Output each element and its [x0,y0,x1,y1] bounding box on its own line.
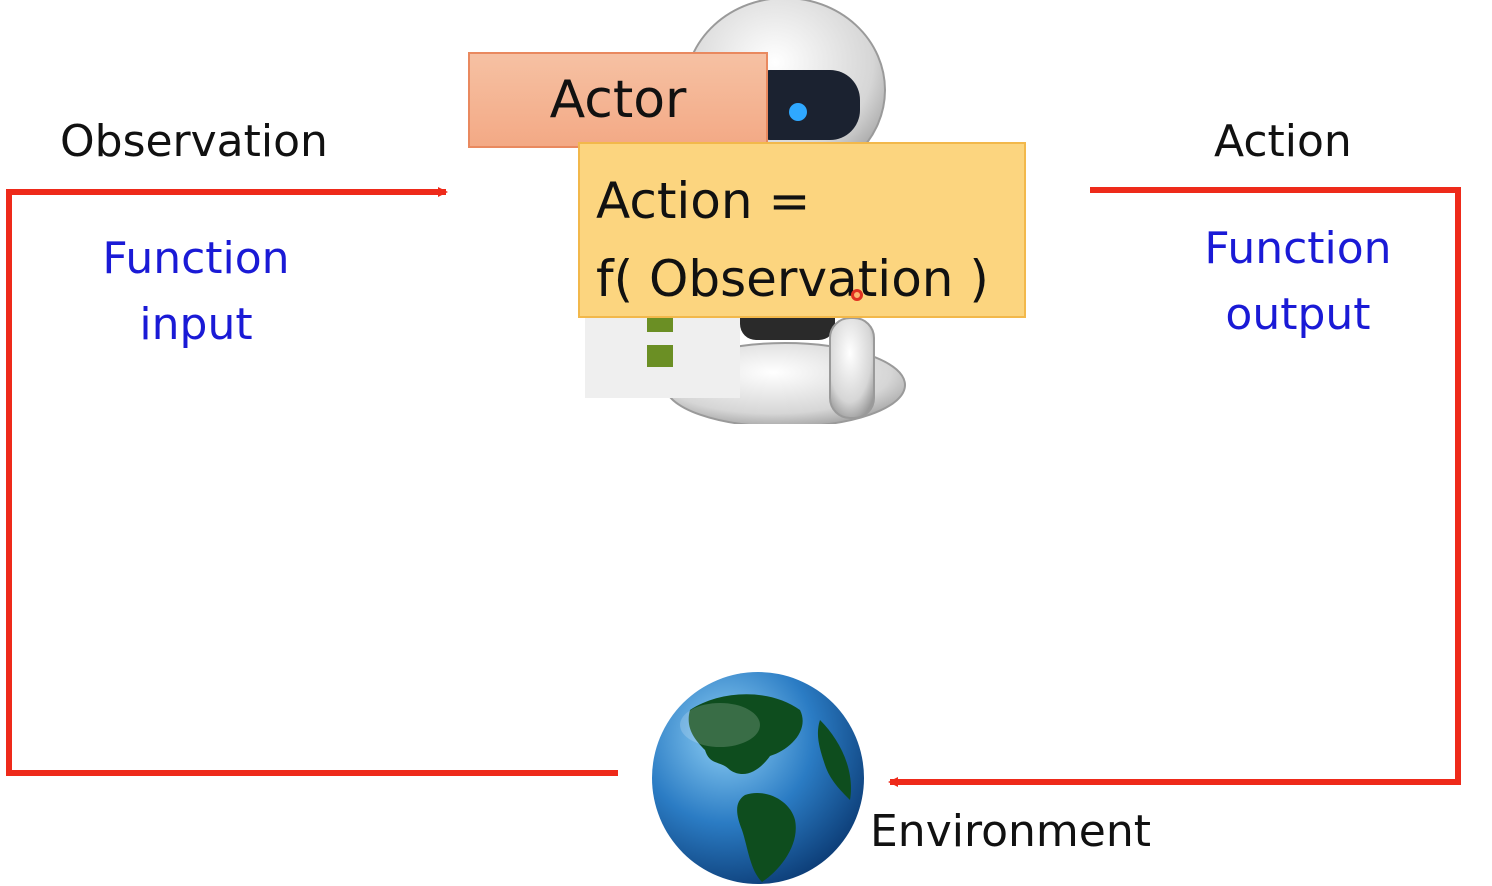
function-output-line-2: output [1225,289,1371,340]
formula-box: Action = f( Observation ) [578,142,1026,318]
action-arrow [888,187,1461,787]
action-label: Action [1214,116,1352,167]
function-output-line-1: Function [1204,223,1392,274]
actor-label: Actor [549,70,687,130]
pointer-dot [851,289,863,301]
function-output-label: Function output [1198,216,1398,348]
function-input-label: Function input [96,226,296,358]
observation-label: Observation [60,116,328,167]
actor-box: Actor [468,52,768,148]
function-input-line-2: input [139,299,253,350]
observation-arrow [6,187,618,776]
globe-icon [652,672,864,884]
formula-line-2: f( Observation ) [596,250,989,308]
formula-line-1: Action = [596,172,811,230]
environment-label: Environment [870,806,1151,857]
function-input-line-1: Function [102,233,290,284]
